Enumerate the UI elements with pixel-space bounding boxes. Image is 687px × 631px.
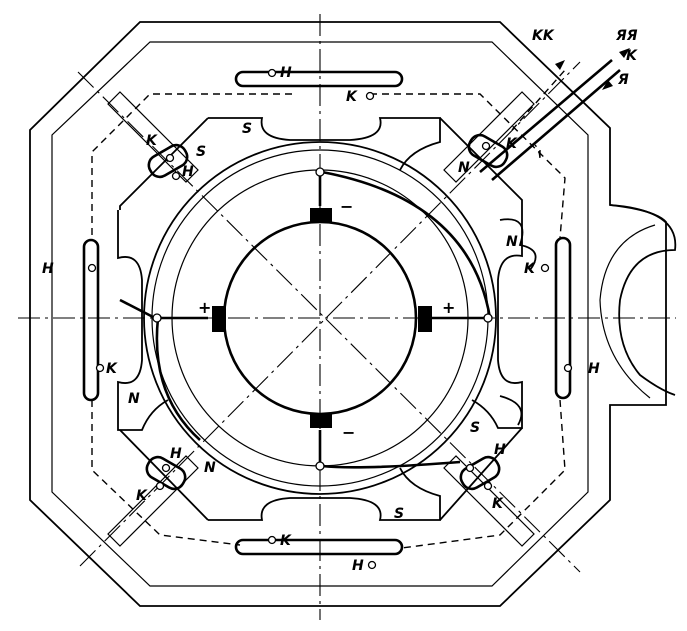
label-k-tl: K: [146, 133, 158, 149]
label-h-br: H: [494, 442, 506, 458]
labels: KK ЯЯ K Я H K S K S H K N N H K N K H + …: [42, 28, 638, 574]
label-h-bl: H: [170, 446, 182, 462]
label-s-tl: S: [196, 144, 206, 160]
yoke-frame: [29, 21, 677, 607]
series-coils: [82, 70, 572, 556]
label-h-tl: H: [182, 164, 194, 180]
label-h-right: H: [588, 361, 600, 377]
label-k-bl: K: [136, 488, 148, 504]
label-s-br: S: [470, 420, 480, 436]
brush-right: [418, 306, 432, 332]
main-poles: [117, 117, 537, 521]
label-kk: KK: [532, 28, 555, 44]
field-wiring: [119, 59, 621, 469]
brush-bottom: [310, 414, 332, 428]
brush-left: [212, 306, 226, 332]
label-k-tr: K: [506, 136, 518, 152]
label-yaya: ЯЯ: [615, 28, 638, 44]
label-ya: Я: [617, 72, 629, 88]
brushes: [212, 208, 432, 428]
center-axes: [18, 14, 676, 620]
label-k-right: K: [524, 261, 536, 277]
label-k-bottom: K: [280, 533, 292, 549]
label-h-bottom: H: [352, 558, 364, 574]
brush-top: [310, 208, 332, 222]
label-s-top: S: [242, 121, 252, 137]
label-k-left: K: [106, 361, 118, 377]
label-n-left: N: [128, 391, 140, 407]
label-n-right: N: [506, 234, 518, 250]
label-plus-left: +: [198, 298, 211, 317]
lead-arrows: [555, 48, 630, 90]
label-n-bl: N: [204, 460, 216, 476]
label-minus-bottom: −: [342, 423, 355, 442]
label-k-top: K: [346, 89, 358, 105]
label-minus-top: −: [340, 197, 353, 216]
label-k-top-right: K: [626, 48, 638, 64]
commutating-poles: [119, 117, 523, 521]
label-h-left: H: [42, 261, 54, 277]
terminals: [87, 68, 573, 570]
label-plus-right: +: [442, 298, 455, 317]
label-s-bottom: S: [394, 506, 404, 522]
label-h-top: H: [280, 65, 292, 81]
mounting-notch: [609, 204, 677, 396]
label-k-br: K: [492, 496, 504, 512]
label-n-tr: N: [458, 160, 470, 176]
